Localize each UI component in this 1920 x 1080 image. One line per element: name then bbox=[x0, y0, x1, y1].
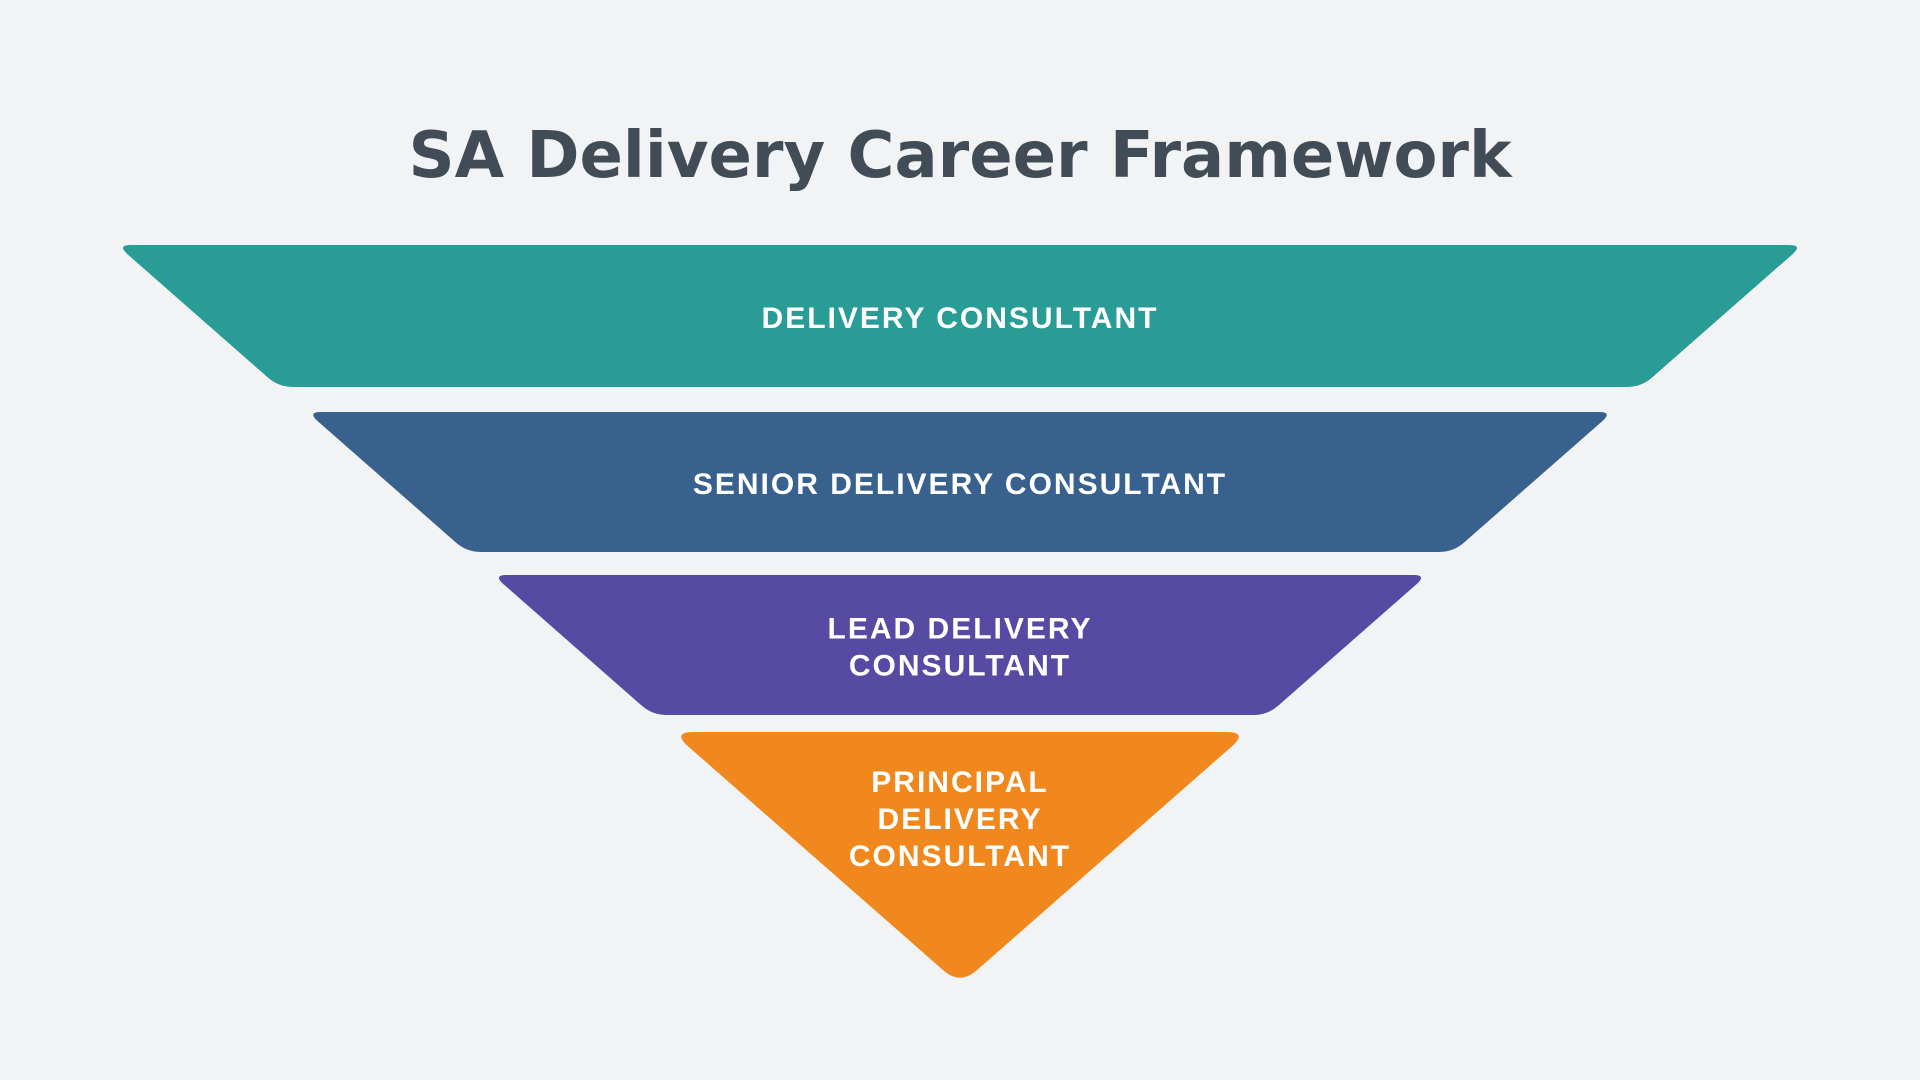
funnel-level-label: DELIVERY CONSULTANT bbox=[762, 302, 1159, 335]
funnel-level-shape bbox=[123, 245, 1797, 387]
funnel-level-delivery-consultant: DELIVERY CONSULTANT bbox=[123, 245, 1797, 387]
funnel-level-shape bbox=[498, 575, 1422, 715]
funnel-level-shape bbox=[313, 412, 1607, 552]
funnel-level-label: SENIOR DELIVERY CONSULTANT bbox=[693, 468, 1227, 501]
funnel-level-senior-delivery-consultant: SENIOR DELIVERY CONSULTANT bbox=[313, 412, 1607, 552]
page-title: SA Delivery Career Framework bbox=[408, 119, 1512, 193]
funnel-level-shape bbox=[681, 732, 1239, 978]
